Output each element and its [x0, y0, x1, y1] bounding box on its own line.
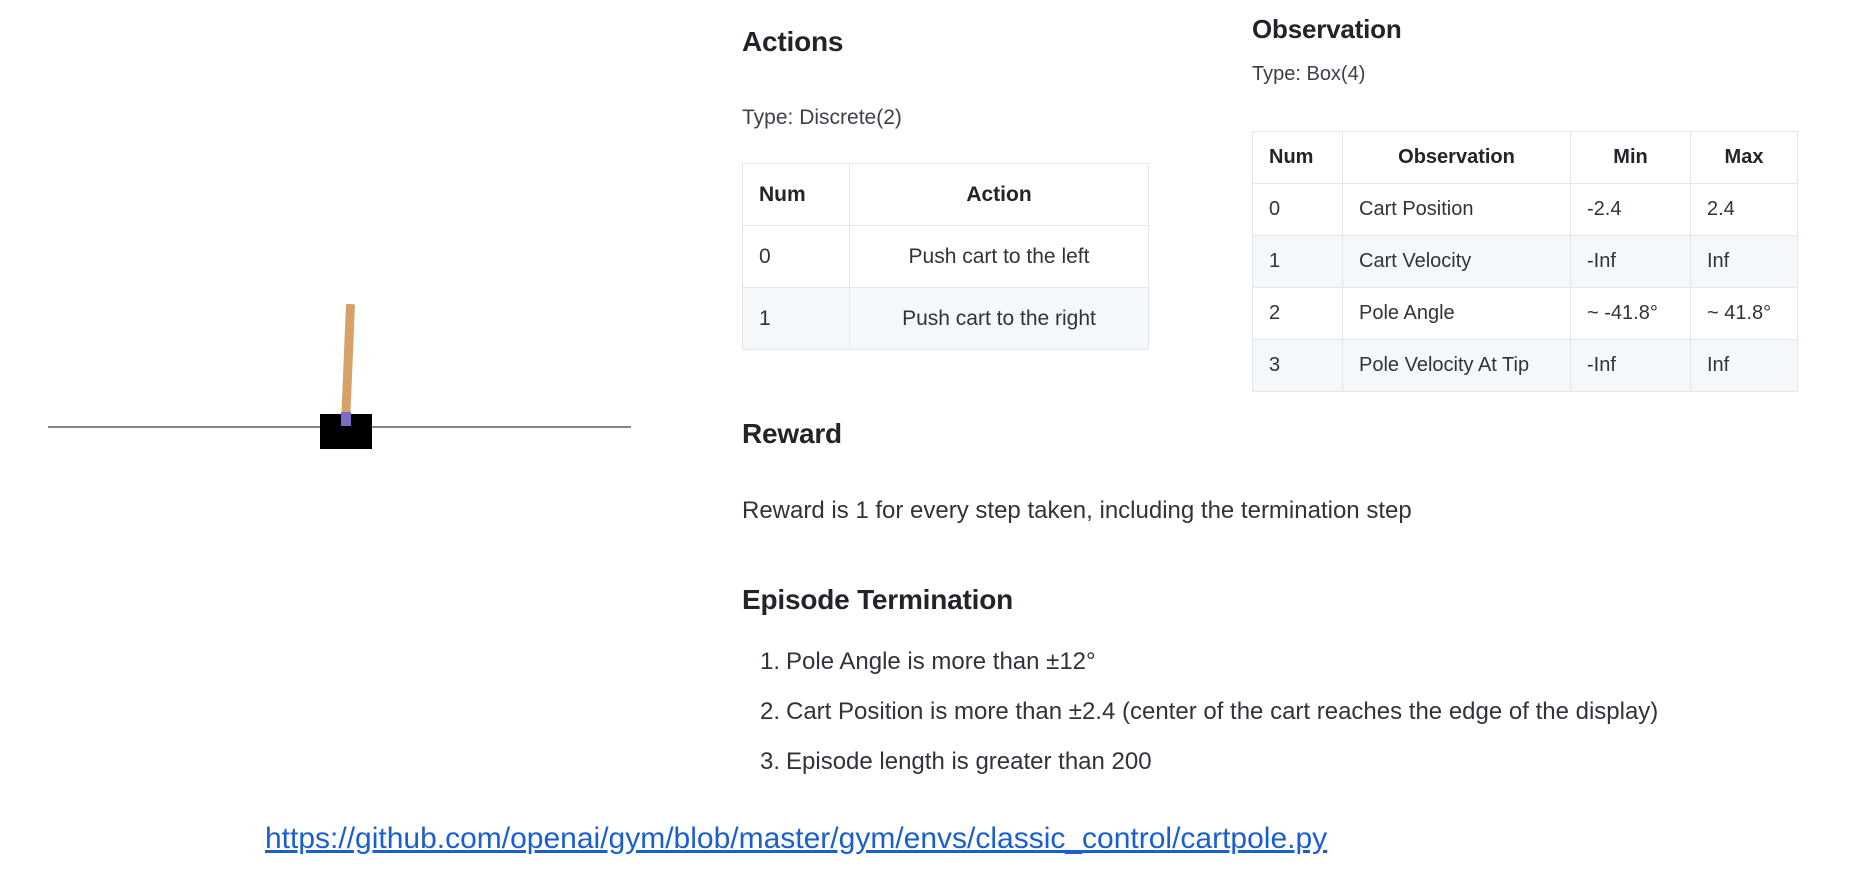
observation-row2-min: ~ -41.8°: [1570, 287, 1691, 340]
observation-heading: Observation: [1252, 14, 1402, 44]
table-row: 1 Push cart to the right: [742, 287, 1149, 350]
observation-row1-num: 1: [1252, 235, 1343, 288]
table-row: 0 Push cart to the left: [742, 225, 1149, 288]
table-header-row: Num Observation Min Max: [1252, 131, 1798, 184]
table-row: 2 Pole Angle ~ -41.8° ~ 41.8°: [1252, 287, 1798, 340]
observation-row0-name: Cart Position: [1342, 183, 1571, 236]
reward-heading: Reward: [742, 418, 842, 449]
observation-row2-num: 2: [1252, 287, 1343, 340]
observation-row0-max: 2.4: [1690, 183, 1798, 236]
list-item-number: 1.: [760, 648, 781, 675]
source-url-link[interactable]: https://github.com/openai/gym/blob/maste…: [265, 822, 1328, 855]
actions-heading: Actions: [742, 26, 844, 57]
observation-col-observation: Observation: [1342, 131, 1571, 184]
observation-row3-name: Pole Velocity At Tip: [1342, 339, 1571, 392]
observation-row1-max: Inf: [1690, 235, 1798, 288]
observation-row1-min: -Inf: [1570, 235, 1691, 288]
list-item-text: Pole Angle is more than ±12°: [786, 648, 1096, 675]
observation-row0-min: -2.4: [1570, 183, 1691, 236]
observation-col-max: Max: [1690, 131, 1798, 184]
actions-table: Num Action 0 Push cart to the left 1 Pus…: [742, 163, 1149, 350]
reward-text: Reward is 1 for every step taken, includ…: [742, 497, 1412, 524]
list-item-number: 2.: [760, 698, 781, 725]
list-item-text: Episode length is greater than 200: [786, 748, 1152, 775]
actions-type-label: Type: Discrete(2): [742, 106, 902, 129]
observation-row3-num: 3: [1252, 339, 1343, 392]
list-item-number: 3.: [760, 748, 781, 775]
observation-row2-name: Pole Angle: [1342, 287, 1571, 340]
observation-table: Num Observation Min Max 0 Cart Position …: [1252, 131, 1798, 392]
list-item-text: Cart Position is more than ±2.4 (center …: [786, 698, 1659, 725]
list-item: 3. Episode length is greater than 200: [760, 748, 1658, 776]
observation-col-num: Num: [1252, 131, 1343, 184]
actions-row0-num: 0: [742, 225, 850, 288]
list-item: 1. Pole Angle is more than ±12°: [760, 648, 1658, 676]
cartpole-diagram: [0, 250, 680, 510]
table-header-row: Num Action: [742, 163, 1149, 226]
observation-row2-max: ~ 41.8°: [1690, 287, 1798, 340]
actions-row1-num: 1: [742, 287, 850, 350]
actions-col-num: Num: [742, 163, 850, 226]
actions-row0-action: Push cart to the left: [849, 225, 1149, 288]
table-row: 1 Cart Velocity -Inf Inf: [1252, 235, 1798, 288]
observation-col-min: Min: [1570, 131, 1691, 184]
list-item: 2. Cart Position is more than ±2.4 (cent…: [760, 698, 1658, 726]
observation-row3-min: -Inf: [1570, 339, 1691, 392]
actions-col-action: Action: [849, 163, 1149, 226]
observation-row3-max: Inf: [1690, 339, 1798, 392]
pole-shape: [341, 303, 356, 425]
observation-row1-name: Cart Velocity: [1342, 235, 1571, 288]
table-row: 3 Pole Velocity At Tip -Inf Inf: [1252, 339, 1798, 392]
actions-row1-action: Push cart to the right: [849, 287, 1149, 350]
termination-list: 1. Pole Angle is more than ±12° 2. Cart …: [760, 648, 1658, 798]
observation-type-label: Type: Box(4): [1252, 63, 1366, 85]
observation-row0-num: 0: [1252, 183, 1343, 236]
axle-shape: [341, 412, 351, 426]
episode-termination-heading: Episode Termination: [742, 584, 1014, 615]
table-row: 0 Cart Position -2.4 2.4: [1252, 183, 1798, 236]
